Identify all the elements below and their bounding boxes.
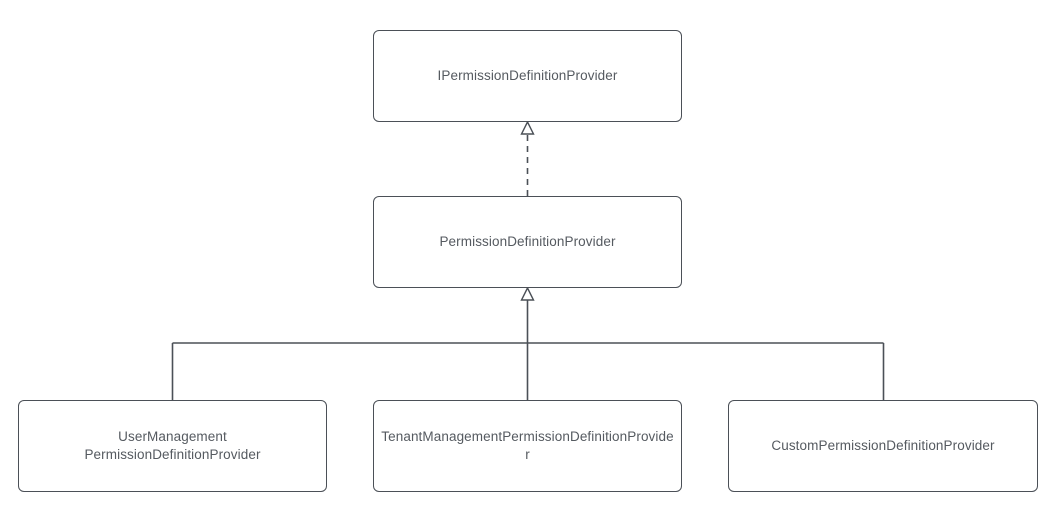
node-custompermissiondefinitionprovider[interactable]: CustomPermissionDefinitionProvider [728,400,1038,492]
hollow-triangle-arrowhead-icon [520,286,535,301]
node-usermanagementpermissiondefinitionprovider[interactable]: UserManagement PermissionDefinitionProvi… [18,400,327,492]
edge-generalization-tree [171,286,885,400]
node-label: IPermissionDefinitionProvider [437,68,618,83]
node-label: TenantManagementPermissionDefinitionProv… [381,429,674,462]
node-permissiondefinitionprovider[interactable]: PermissionDefinitionProvider [373,196,682,288]
node-label: CustomPermissionDefinitionProvider [771,438,995,453]
node-label: PermissionDefinitionProvider [439,234,616,249]
hollow-triangle-arrowhead-icon [520,120,535,135]
node-label: UserManagement PermissionDefinitionProvi… [84,429,261,462]
node-tenantmanagementpermissiondefinitionprovider[interactable]: TenantManagementPermissionDefinitionProv… [373,400,682,492]
edge-realization [520,120,535,196]
node-ipermissiondefinitionprovider[interactable]: IPermissionDefinitionProvider [373,30,682,122]
